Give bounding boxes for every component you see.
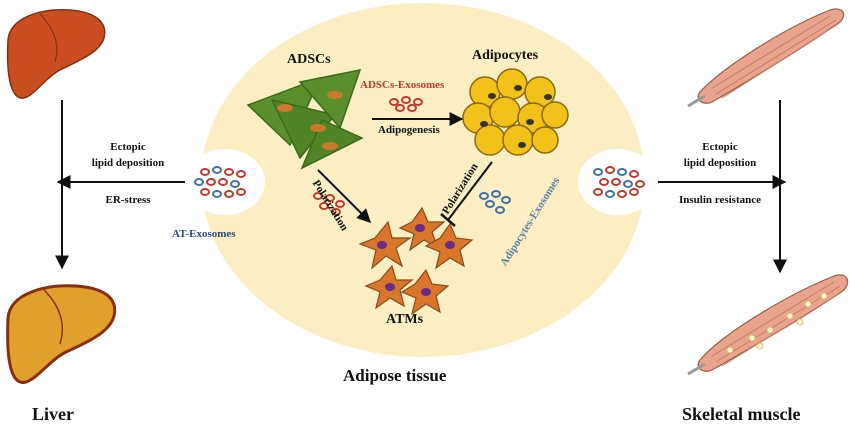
label-atms: ATMs [386,312,424,327]
at-exosome-bubble-left [185,149,265,215]
liver-healthy-icon [6,9,106,99]
at-exosome-bubble-right [578,149,658,215]
label-right-ectopic-2: lipid deposition [683,157,757,169]
adipocytes-cluster [462,68,569,156]
adscs-cells [246,69,364,170]
polarization-arrow-left [317,169,371,223]
liver-fatty-icon [6,284,117,384]
muscle-healthy-icon [687,8,845,108]
label-adipogenesis: Adipogenesis [378,124,440,136]
label-at-exosomes: AT-Exosomes [172,228,236,240]
inhibition-bar [440,213,456,227]
label-right-ectopic-1: Ectopic [702,141,738,153]
label-adscs-exosomes: ADSCs-Exosomes [360,79,445,91]
label-liver: Liver [32,404,74,424]
muscle-lipid-icon [687,274,849,376]
label-skeletal-muscle: Skeletal muscle [682,404,801,424]
label-adscs: ADSCs [287,52,331,67]
label-left-ectopic-2: lipid deposition [91,157,165,169]
label-left-ectopic-1: Ectopic [110,141,146,153]
label-insulin-resistance: Insulin resistance [678,194,761,206]
atms-cells [358,206,474,316]
label-adipocytes: Adipocytes [472,48,539,63]
polarization-vesicles-right [479,190,511,214]
label-adipose-tissue: Adipose tissue [343,366,447,385]
polarization-vesicles-left [313,192,345,216]
label-er-stress: ER-stress [105,194,151,206]
polarization-inhibition-right [447,161,493,221]
adscs-exosome-vesicles [389,96,423,112]
